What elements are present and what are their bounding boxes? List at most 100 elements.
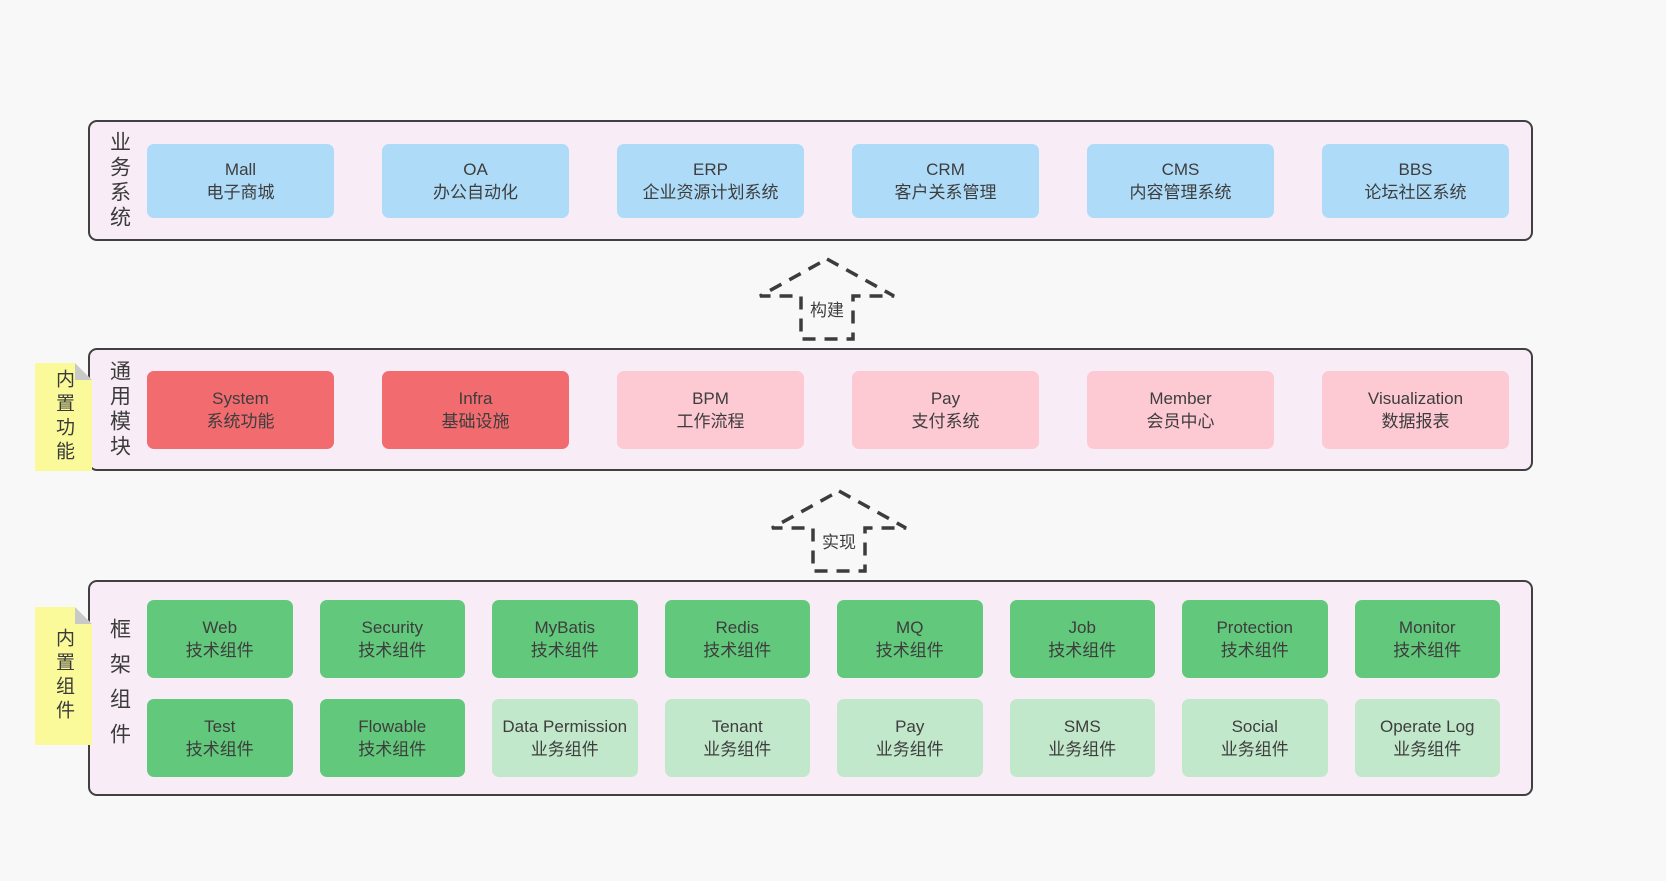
component-box-web: Web 技术组件 [147,599,293,678]
component-box-operate-log: Operate Log 业务组件 [1354,698,1500,777]
box-desc: 客户关系管理 [894,182,997,202]
box-desc: 技术组件 [185,739,254,759]
box-desc: 技术组件 [358,739,427,759]
up-arrow-icon [771,489,907,573]
common-modules-boxes: System 系统功能 Infra 基础设施 BPM 工作流程 Pay 支付系统… [147,370,1531,449]
component-box-protection: Protection 技术组件 [1182,599,1328,678]
box-desc: 支付系统 [911,411,980,431]
box-name: Test [204,716,236,736]
box-desc: 业务组件 [1220,739,1289,759]
build-arrow: 构建 [758,256,896,342]
box-name: Redis [715,617,759,637]
box-name: Monitor [1398,617,1456,637]
box-desc: 技术组件 [875,640,944,660]
system-box-erp: ERP 企业资源计划系统 [617,143,804,218]
system-box-oa: OA 办公自动化 [382,143,569,218]
framework-components-boxes: Web 技术组件 Security 技术组件 MyBatis 技术组件 Redi… [147,599,1531,777]
box-name: Protection [1216,617,1294,637]
implement-arrow: 实现 [770,488,908,574]
system-box-crm: CRM 客户关系管理 [852,143,1039,218]
box-name: ERP [693,159,728,179]
box-desc: 办公自动化 [433,182,518,202]
box-desc: 电子商城 [206,182,275,202]
box-desc: 论坛社区系统 [1364,182,1467,202]
box-name: Security [361,617,423,637]
component-box-social: Social 业务组件 [1182,698,1328,777]
box-name: System [212,388,269,408]
component-box-job: Job 技术组件 [1009,599,1155,678]
component-box-pay: Pay 业务组件 [837,698,983,777]
builtin-components-sticky-note: 内置组件 [35,607,92,745]
box-desc: 技术组件 [1393,640,1462,660]
box-name: Social [1231,716,1278,736]
box-name: Data Permission [502,716,628,736]
box-name: BPM [692,388,729,408]
business-systems-band-label: 业务系统 [107,130,131,231]
box-name: BBS [1398,159,1433,179]
business-systems-band: 业务系统 Mall 电子商城 OA 办公自动化 ERP 企业资源计划系统 CRM… [88,120,1533,241]
component-box-monitor: Monitor 技术组件 [1354,599,1500,678]
implement-arrow-label: 实现 [818,528,860,553]
framework-components-band: 框架组件 Web 技术组件 Security 技术组件 MyBatis 技术组件… [88,580,1533,796]
common-modules-band-label: 通用模块 [107,359,131,460]
box-name: Operate Log [1379,716,1475,736]
box-desc: 技术组件 [1048,640,1117,660]
component-box-redis: Redis 技术组件 [664,599,810,678]
box-desc: 技术组件 [703,640,772,660]
box-desc: 技术组件 [1220,640,1289,660]
box-desc: 技术组件 [530,640,599,660]
box-desc: 数据报表 [1381,411,1450,431]
box-name: Web [202,617,238,637]
box-desc: 业务组件 [875,739,944,759]
box-name: MQ [896,617,924,637]
box-name: Infra [458,388,493,408]
box-desc: 业务组件 [1393,739,1462,759]
module-box-system: System 系统功能 [147,370,334,449]
system-box-mall: Mall 电子商城 [147,143,334,218]
component-box-mybatis: MyBatis 技术组件 [492,599,638,678]
box-name: Member [1149,388,1212,408]
component-box-data-permission: Data Permission 业务组件 [492,698,638,777]
build-arrow-label: 构建 [806,296,848,321]
component-box-test: Test 技术组件 [147,698,293,777]
box-name: Visualization [1367,388,1464,408]
box-desc: 技术组件 [358,640,427,660]
box-name: Flowable [358,716,427,736]
system-box-bbs: BBS 论坛社区系统 [1322,143,1509,218]
box-desc: 系统功能 [206,411,275,431]
box-desc: 技术组件 [185,640,254,660]
box-desc: 业务组件 [1048,739,1117,759]
box-name: Job [1068,617,1096,637]
component-box-tenant: Tenant 业务组件 [664,698,810,777]
sticky-label: 内置组件 [53,628,74,724]
box-desc: 业务组件 [703,739,772,759]
box-desc: 企业资源计划系统 [642,182,779,202]
component-box-flowable: Flowable 技术组件 [319,698,465,777]
component-box-mq: MQ 技术组件 [837,599,983,678]
common-modules-band: 通用模块 System 系统功能 Infra 基础设施 BPM 工作流程 Pay… [88,348,1533,471]
box-name: OA [463,159,488,179]
module-box-bpm: BPM 工作流程 [617,370,804,449]
module-box-infra: Infra 基础设施 [382,370,569,449]
box-name: Tenant [711,716,763,736]
up-arrow-icon [759,257,895,341]
business-systems-boxes: Mall 电子商城 OA 办公自动化 ERP 企业资源计划系统 CRM 客户关系… [147,143,1531,218]
system-box-cms: CMS 内容管理系统 [1087,143,1274,218]
module-box-visualization: Visualization 数据报表 [1322,370,1509,449]
builtin-features-sticky-note: 内置功能 [35,363,92,471]
module-box-pay: Pay 支付系统 [852,370,1039,449]
framework-components-band-label: 框架组件 [107,618,131,758]
box-desc: 内容管理系统 [1129,182,1232,202]
box-name: SMS [1063,716,1101,736]
box-name: CRM [926,159,965,179]
component-box-security: Security 技术组件 [319,599,465,678]
box-name: Mall [224,159,257,179]
box-name: MyBatis [534,617,595,637]
box-desc: 会员中心 [1146,411,1215,431]
module-box-member: Member 会员中心 [1087,370,1274,449]
component-box-sms: SMS 业务组件 [1009,698,1155,777]
sticky-label: 内置功能 [53,369,74,465]
box-name: Pay [895,716,925,736]
box-desc: 基础设施 [441,411,510,431]
box-name: Pay [930,388,961,408]
